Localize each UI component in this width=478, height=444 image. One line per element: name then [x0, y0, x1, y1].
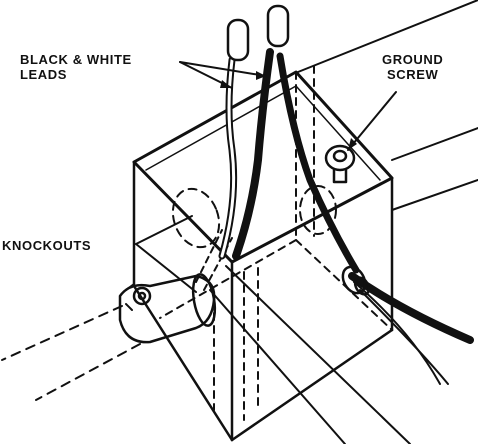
right-grommet	[341, 265, 371, 296]
black-lead	[232, 48, 274, 260]
ground-label-line2: SCREW	[387, 67, 439, 82]
conduit	[1, 305, 141, 401]
knockouts-label: KNOCKOUTS	[2, 238, 92, 253]
right-cable	[348, 272, 474, 385]
white-lead	[218, 56, 238, 260]
ground-label-line1: GROUND	[382, 52, 444, 67]
ground-screw	[324, 144, 356, 184]
black-white-leads-label: BLACK & WHITE LEADS	[20, 52, 132, 82]
ground-screw-label: GROUND SCREW	[382, 52, 443, 82]
black-lead-2	[276, 52, 360, 274]
leads-label-line2: LEADS	[20, 67, 68, 82]
cable-clamp	[118, 273, 217, 344]
knockout-circles	[171, 185, 337, 249]
leader-arrows	[220, 71, 357, 150]
wire-caps	[226, 4, 290, 62]
box-hidden-edges	[159, 65, 393, 421]
leads-label-line1: BLACK & WHITE	[20, 52, 132, 67]
